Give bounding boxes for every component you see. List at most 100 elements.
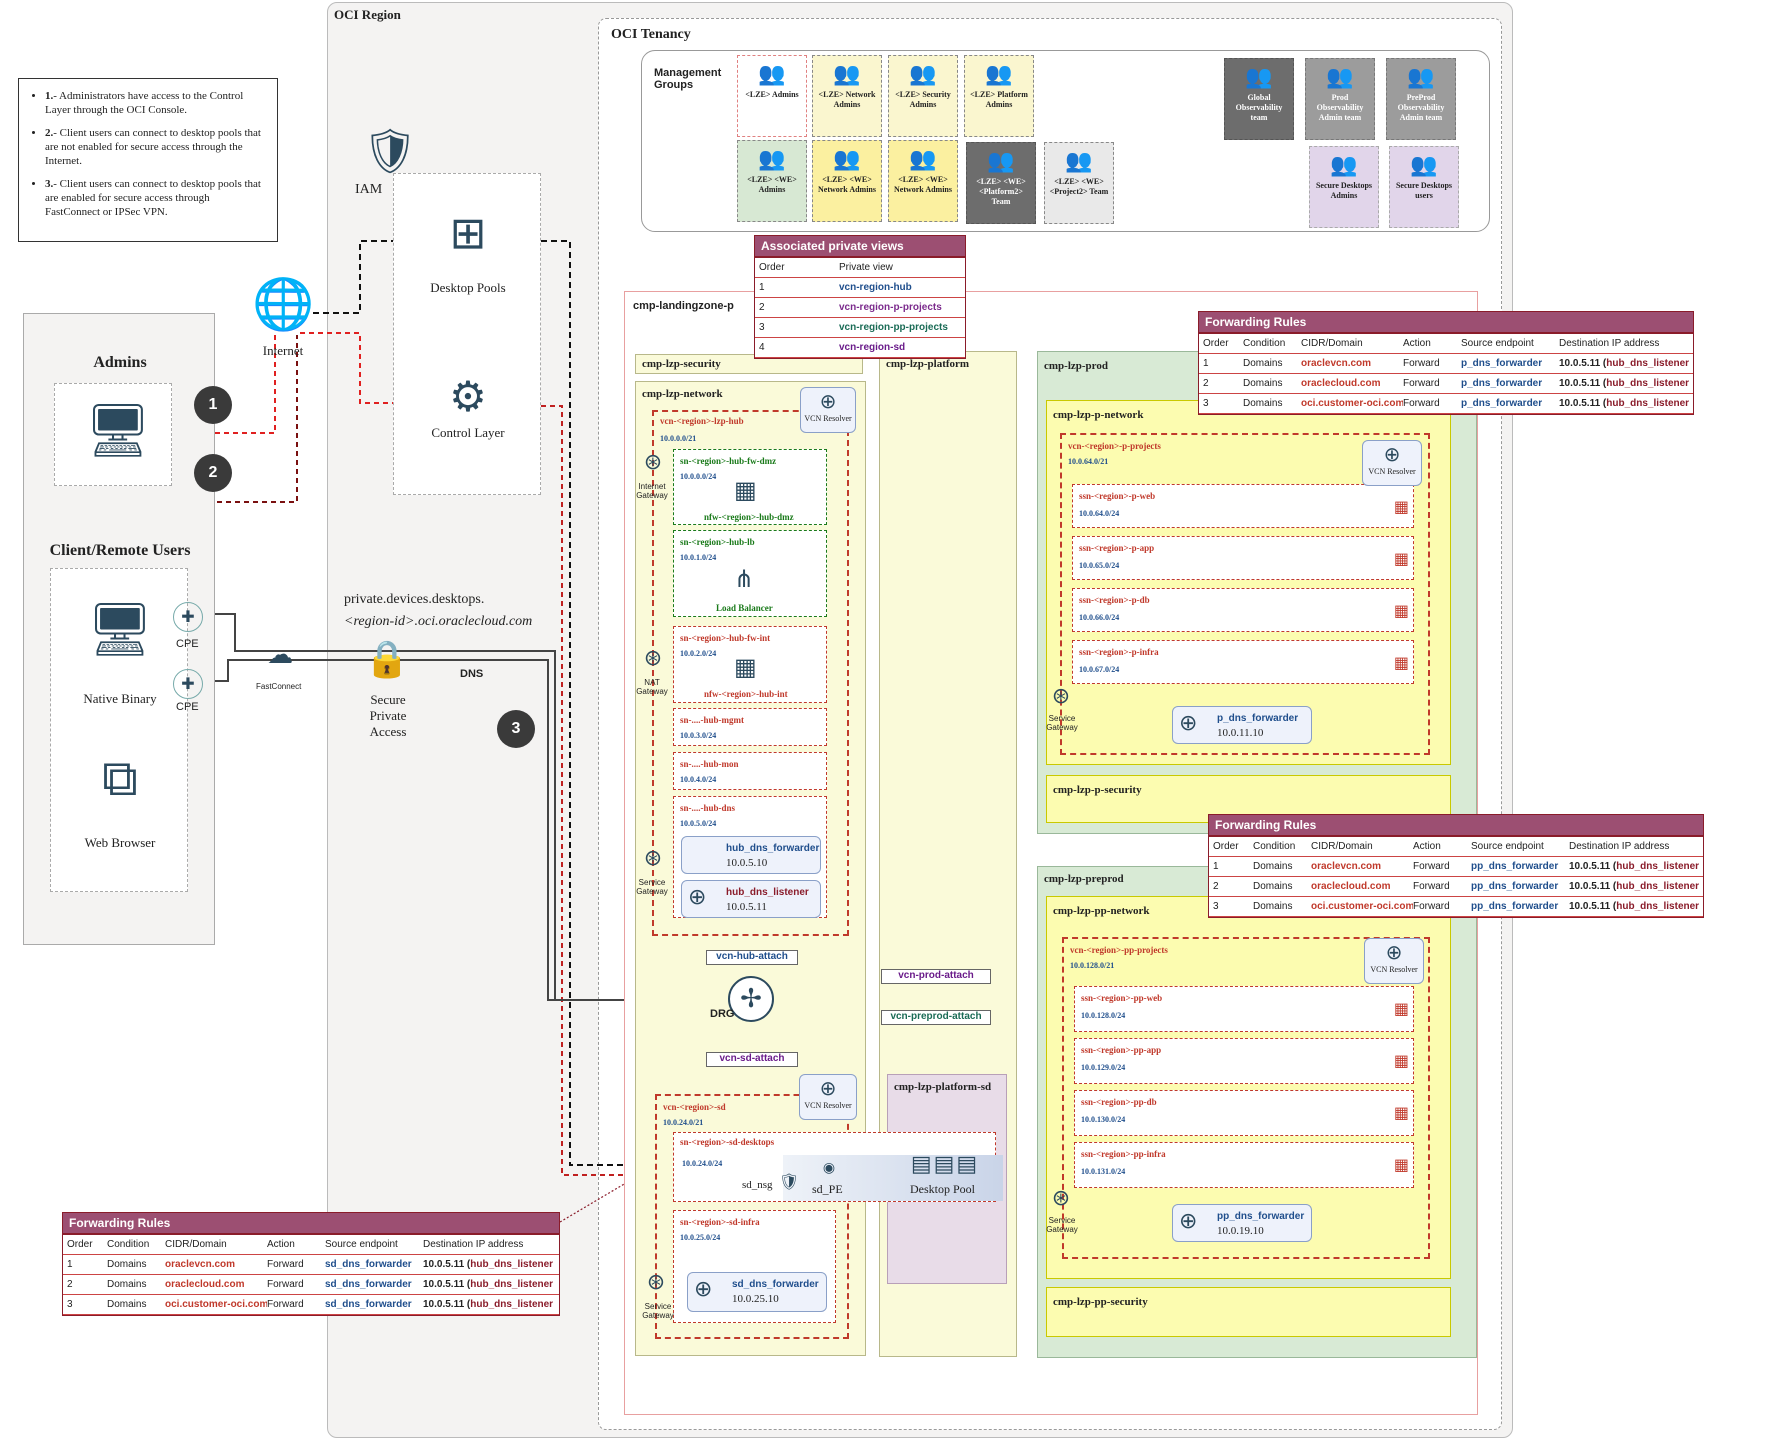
fw-col-header: Action: [267, 1239, 295, 1250]
lzp-pp-network-title: cmp-lzp-pp-network: [1053, 905, 1150, 917]
fw-destination-name: hub_dns_listener: [1616, 881, 1699, 892]
hub-mgmt-subnet: sn-....-hub-mgmt 10.0.3.0/24: [673, 708, 827, 746]
admin-device-box: 🖥: [54, 383, 172, 486]
legend-item: 2.- Client users can connect to desktop …: [45, 126, 267, 168]
legend-list: 1.- Administrators have access to the Co…: [45, 89, 267, 219]
fw-preprod-title: Forwarding Rules: [1209, 815, 1703, 837]
legend-box: 1.- Administrators have access to the Co…: [18, 78, 278, 242]
subnet-table-icon: ▦: [1393, 497, 1409, 516]
oci-region-title: OCI Region: [334, 7, 401, 22]
hub-fw-dmz-subnet: sn-<region>-hub-fw-dmz 10.0.0.0/24 ▦ nfw…: [673, 449, 827, 525]
fw-action: Forward: [1403, 378, 1440, 389]
fw-paren-open: (: [464, 1299, 471, 1310]
legend-item-text: - Administrators have access to the Cont…: [45, 90, 244, 116]
group-label: <LZE> <WE> Network Admins: [893, 175, 952, 194]
fw-paren-open: (: [1610, 861, 1617, 872]
pv-order: 4: [759, 342, 765, 353]
subnet-table-icon: ▦: [1393, 999, 1409, 1018]
hub-fw-int-cidr: 10.0.2.0/24: [680, 649, 717, 658]
p-service-gateway-label: Service Gateway: [1046, 714, 1078, 732]
fw-col-header: CIDR/Domain: [1301, 338, 1363, 349]
endpoint-line-1: private.devices.desktops.: [344, 592, 485, 607]
fw-destination-ip: 10.0.5.11: [1559, 378, 1601, 389]
fw-destination: 10.0.5.11 (hub_dns_listener): [1559, 398, 1689, 409]
hub-lb-subnet: sn-<region>-hub-lb 10.0.1.0/24 ⋔ Load Ba…: [673, 530, 827, 617]
pv-col-view: Private view: [839, 262, 893, 273]
fw-order: 3: [67, 1299, 73, 1310]
client-device-box: 🖥 Native Binary ⧉ Web Browser: [50, 568, 188, 892]
management-group-card: 👥<LZE> Admins: [737, 55, 807, 137]
management-group-card: 👥<LZE> <WE> <Platform2> Team: [966, 142, 1036, 224]
vcn-preprod-attach: vcn-preprod-attach: [881, 1010, 991, 1025]
fw-col-header: Action: [1403, 338, 1431, 349]
subnet-table-icon: ▦: [1393, 1103, 1409, 1122]
sd-infra-cidr: 10.0.25.0/24: [680, 1233, 721, 1242]
fw-destination-name: hub_dns_listener: [1606, 378, 1689, 389]
group-label: PreProd Observability Admin team: [1397, 93, 1445, 122]
lzp-prod-title: cmp-lzp-prod: [1044, 360, 1108, 372]
management-group-card: 👥Secure Desktops users: [1389, 146, 1459, 228]
vcn-sd-attach: vcn-sd-attach: [706, 1052, 798, 1067]
fw-source: pp_dns_forwarder: [1471, 901, 1559, 912]
project-subnet-name: ssn-<region>-p-db: [1079, 595, 1150, 605]
hub-dns-forwarder-name: hub_dns_forwarder: [726, 843, 820, 854]
lzp-security-title: cmp-lzp-security: [642, 358, 721, 370]
project-subnet-cidr: 10.0.131.0/24: [1081, 1167, 1126, 1176]
subnet-table-icon: ▦: [1393, 653, 1409, 672]
fw-col-header: Destination IP address: [1559, 338, 1660, 349]
private-views-title: Associated private views: [755, 236, 965, 258]
sd-dns-forwarder-ip: 10.0.25.10: [732, 1293, 779, 1305]
hub-lb-name: sn-<region>-hub-lb: [680, 537, 755, 547]
fw-source: sd_dns_forwarder: [325, 1259, 412, 1270]
management-groups-title: Management Groups: [654, 67, 722, 91]
fastconnect-icon: ☁: [267, 640, 293, 670]
hub-vcn: vcn-<region>-lzp-hub 10.0.0.0/21: [652, 410, 849, 936]
management-group-card: 👥Global Observability team: [1224, 58, 1294, 140]
internet-gateway-label: Internet Gateway: [636, 482, 668, 500]
fw-col-header: Condition: [1253, 841, 1296, 852]
fw-destination-name: hub_dns_listener: [1616, 861, 1699, 872]
sd-vcn-resolver-label: VCN Resolver: [804, 1101, 852, 1110]
sd-service-gateway-icon: ⊛: [646, 1270, 666, 1295]
fw-col-header: Destination IP address: [1569, 841, 1670, 852]
internet-to-control-layer-line: [300, 332, 435, 404]
group-label: <LZE> Security Admins: [895, 90, 951, 109]
dns-listener-icon: ⊕: [688, 885, 707, 910]
fw-col-header: Action: [1413, 841, 1441, 852]
fw-paren-open: (: [1600, 378, 1607, 389]
lzp-p-network-title: cmp-lzp-p-network: [1053, 409, 1144, 421]
sd-pe-icon: ◉: [822, 1160, 836, 1176]
hub-fw-int-subnet: sn-<region>-hub-fw-int 10.0.2.0/24 ▦ nfw…: [673, 626, 827, 703]
fw-col-header: Source endpoint: [1461, 338, 1534, 349]
group-people-icon: 👥: [1326, 65, 1354, 90]
fw-paren-open: (: [464, 1279, 471, 1290]
nat-gateway-icon: ⊛: [643, 646, 663, 671]
nat-gateway-label: NAT Gateway: [636, 678, 668, 696]
fw-order: 3: [1203, 398, 1209, 409]
p-vcn-resolver-icon: ⊕: [1383, 442, 1401, 466]
hub-service-gateway-label: Service Gateway: [636, 878, 668, 896]
hub-vcn-resolver: ⊕ VCN Resolver: [800, 387, 856, 433]
hub-dns-listener-ip: 10.0.5.11: [726, 901, 767, 913]
group-people-icon: 👥: [833, 62, 861, 87]
fw-domain: oraclecloud.com: [165, 1279, 245, 1290]
group-people-icon: 👥: [987, 149, 1015, 174]
fw-condition: Domains: [1243, 378, 1283, 389]
drg-label: DRG: [710, 1008, 735, 1020]
hub-dns-forwarder-ip: 10.0.5.10: [726, 857, 768, 869]
desktop-pool-icon: ▤▤▤: [910, 1152, 980, 1177]
p-service-gateway-icon: ⊛: [1051, 684, 1071, 709]
step-2-badge: 2: [194, 454, 232, 492]
lzp-preprod-title: cmp-lzp-preprod: [1044, 873, 1124, 885]
lzp-platform-title: cmp-lzp-platform: [886, 358, 970, 370]
fw-source: p_dns_forwarder: [1461, 358, 1543, 369]
p-vcn-cidr: 10.0.64.0/21: [1068, 457, 1109, 466]
desktop-pools-icon: ⊞: [449, 208, 487, 259]
fw-col-header: Condition: [1243, 338, 1286, 349]
